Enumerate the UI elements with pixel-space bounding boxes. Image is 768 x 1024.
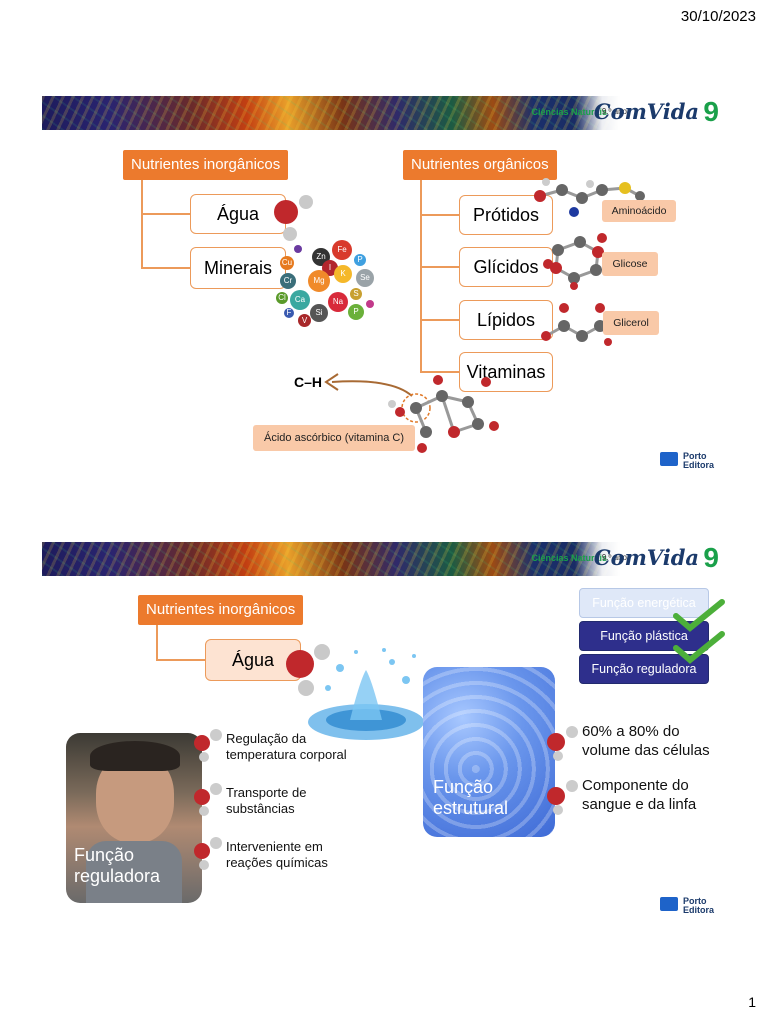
water-molecule-bullet-icon bbox=[547, 780, 578, 815]
mineral-dot bbox=[294, 245, 302, 253]
organic-nutrients-header: Nutrientes orgânicos bbox=[403, 150, 557, 180]
glicidos-label: Glícidos bbox=[473, 257, 539, 277]
water-molecule-bullet-icon bbox=[547, 726, 578, 761]
banner-grade: 9.º ano bbox=[601, 107, 627, 116]
glycerol-tag: Glicerol bbox=[603, 311, 659, 335]
mineral-s: S bbox=[350, 288, 362, 300]
page-number: 1 bbox=[748, 994, 756, 1010]
water-splash-icon bbox=[308, 648, 424, 740]
regulatory-function-caption: Função reguladora bbox=[74, 845, 161, 886]
water-box: Água bbox=[190, 194, 286, 234]
water-molecule-icon bbox=[286, 644, 330, 696]
mineral-v: V bbox=[298, 314, 311, 327]
porto-editora-logo: Porto Editora bbox=[660, 897, 720, 915]
water-label: Água bbox=[216, 204, 260, 224]
mineral-k: K bbox=[334, 265, 352, 283]
tree-connector bbox=[420, 266, 460, 268]
mineral-cl: Cl bbox=[276, 292, 288, 304]
tree-connector bbox=[141, 213, 191, 215]
amino-acid-molecule-icon bbox=[534, 178, 645, 217]
vitaminas-box: Vitaminas bbox=[459, 352, 553, 392]
regulatory-point-temperature: Regulação da temperatura corporal bbox=[226, 731, 347, 762]
mineral-se: Se bbox=[356, 269, 374, 287]
vitaminas-label: Vitaminas bbox=[466, 362, 546, 382]
glucose-molecule-icon bbox=[543, 233, 607, 290]
mineral-mg: Mg bbox=[308, 270, 330, 292]
mineral-cr: Cr bbox=[280, 273, 296, 289]
check-icon bbox=[673, 631, 725, 664]
lipidos-label: Lípidos bbox=[476, 310, 536, 330]
inorganic-nutrients-header: Nutrientes inorgânicos bbox=[123, 150, 289, 180]
mineral-dot bbox=[366, 300, 374, 308]
ascorbic-acid-tag: Ácido ascórbico (vitamina C) bbox=[253, 425, 415, 451]
slide2-banner: Ciências Naturais 9.º ano ComVida 9 bbox=[42, 542, 725, 576]
banner-subject: Ciências Naturais bbox=[531, 107, 607, 117]
tree-connector bbox=[156, 659, 206, 661]
tree-connector bbox=[420, 319, 460, 321]
banner-logo: ComVida bbox=[593, 545, 699, 570]
check-icon bbox=[673, 599, 725, 632]
slide2-water-box: Água bbox=[205, 639, 301, 681]
amino-acid-tag: Aminoácido bbox=[602, 200, 676, 222]
plastic-function-button[interactable]: Função plástica bbox=[579, 621, 709, 651]
protidos-label: Prótidos bbox=[472, 205, 540, 225]
structural-function-caption: Função estrutural bbox=[433, 777, 509, 818]
ascorbic-acid-molecule-icon bbox=[324, 373, 499, 453]
slide1-banner: Ciências Naturais 9.º ano ComVida 9 bbox=[42, 96, 725, 130]
banner-logo-number: 9 bbox=[703, 542, 719, 573]
ch-bond-label: C–H bbox=[294, 374, 323, 390]
banner-logo-number: 9 bbox=[703, 96, 719, 127]
tree-connector bbox=[420, 371, 460, 373]
print-date: 30/10/2023 bbox=[680, 8, 756, 25]
tree-connector bbox=[141, 180, 143, 268]
banner-logo: ComVida bbox=[593, 99, 699, 124]
tree-connector bbox=[420, 214, 460, 216]
tree-connector bbox=[156, 625, 158, 660]
structural-point-cell-volume: 60% a 80% do volume das células bbox=[582, 723, 710, 759]
tree-connector bbox=[420, 180, 422, 372]
water-molecule-icon bbox=[274, 195, 313, 241]
structural-point-blood-lymph: Componente do sangue e da linfa bbox=[582, 777, 697, 813]
mineral-fe: Fe bbox=[332, 240, 352, 260]
banner-grade: 9.º ano bbox=[601, 553, 627, 562]
protidos-box: Prótidos bbox=[459, 195, 553, 235]
lipidos-box: Lípidos bbox=[459, 300, 553, 340]
glicidos-box: Glícidos bbox=[459, 247, 553, 287]
glucose-tag: Glicose bbox=[602, 252, 658, 276]
tree-connector bbox=[141, 267, 191, 269]
water-molecule-bullet-icon bbox=[194, 837, 222, 870]
banner-subject: Ciências Naturais bbox=[531, 553, 607, 563]
water-molecule-bullet-icon bbox=[194, 783, 222, 816]
mineral-p2: P bbox=[348, 304, 364, 320]
minerals-label: Minerais bbox=[203, 258, 273, 278]
mineral-cu: Cu bbox=[280, 256, 294, 270]
water-molecule-bullet-icon bbox=[194, 729, 222, 762]
minerals-cluster: Fe Zn I Cu P Cr Mg K Se Ca Na Cl S Si V … bbox=[270, 240, 380, 332]
slide2-inorganic-header: Nutrientes inorgânicos bbox=[138, 595, 304, 625]
mineral-f: F bbox=[284, 308, 294, 318]
regulatory-point-reactions: Interveniente em reações químicas bbox=[226, 839, 328, 870]
athlete-photo: Função reguladora bbox=[66, 733, 202, 903]
energetic-function-button[interactable]: Função energética bbox=[579, 588, 709, 618]
mineral-ca: Ca bbox=[290, 290, 310, 310]
slide2-water-label: Água bbox=[231, 650, 275, 670]
mineral-na: Na bbox=[328, 292, 348, 312]
porto-editora-logo: Porto Editora bbox=[660, 452, 720, 470]
mineral-si: Si bbox=[310, 304, 328, 322]
regulatory-point-transport: Transporte de substâncias bbox=[226, 785, 307, 816]
mineral-p: P bbox=[354, 254, 366, 266]
cells-photo: Função estrutural bbox=[423, 667, 555, 837]
